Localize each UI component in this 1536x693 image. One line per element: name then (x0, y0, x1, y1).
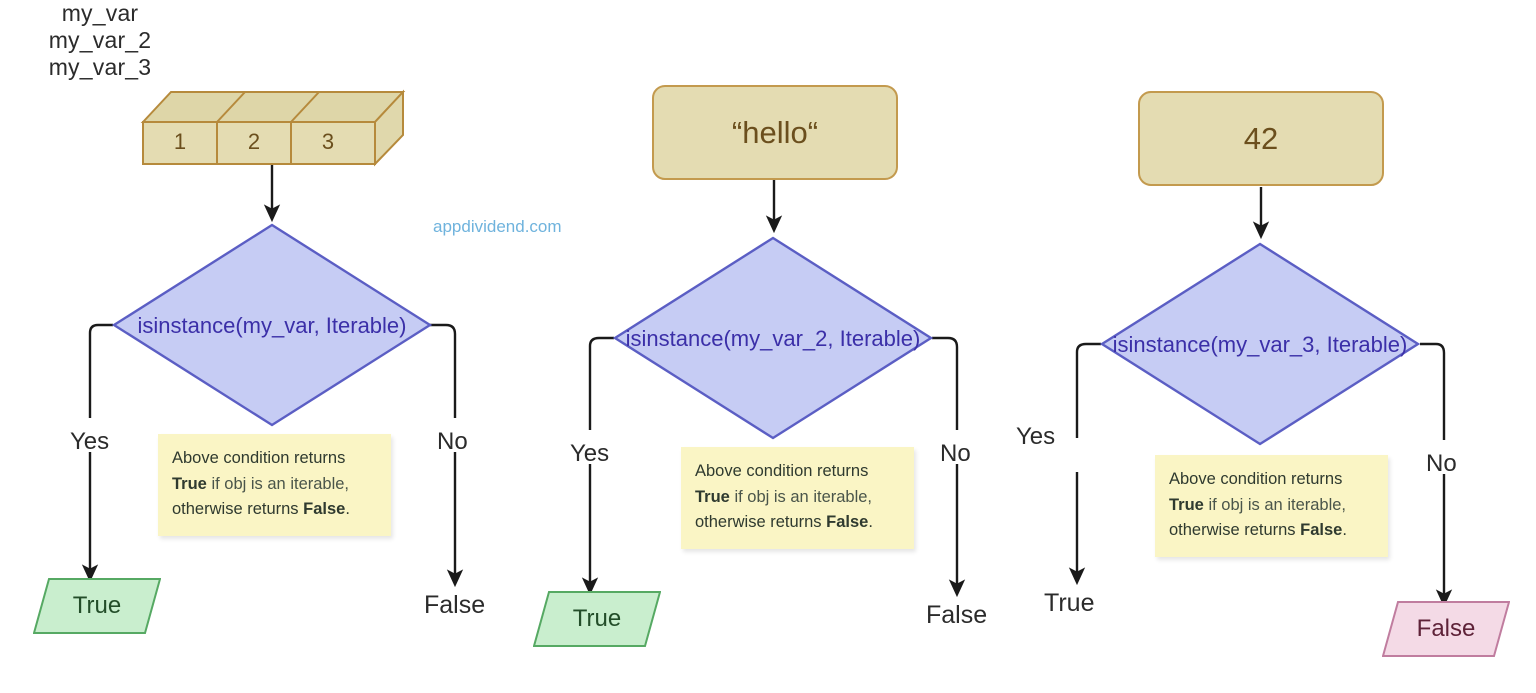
terminal-true-col3: True (1044, 589, 1095, 617)
terminal-true-col1[interactable]: True (33, 578, 161, 634)
note-line-3-pre: otherwise returns (695, 513, 827, 532)
note-line-2: True if obj is an iterable, (1169, 493, 1374, 519)
decision-diamond-my-var-3[interactable]: isinstance(my_var_3, Iterable) (1099, 242, 1421, 446)
terminal-false-col2: False (926, 601, 988, 629)
list-cell-3: 3 (321, 129, 335, 154)
list-value-box-my-var: 1 2 3 (139, 88, 407, 168)
note-box-col2: Above condition returns True if obj is a… (681, 447, 914, 549)
note-line-1: Above condition returns (172, 449, 346, 467)
note-line-3: otherwise returns False. (172, 497, 377, 523)
branch-label-yes-col1: Yes (70, 428, 110, 455)
terminal-false-col1: False (424, 591, 486, 619)
var-caption-my-var-2: my_var_2 (48, 27, 152, 53)
note-line-3: otherwise returns False. (1169, 518, 1374, 544)
value-box-my-var-3: 42 (1138, 91, 1384, 186)
note-line-2: True if obj is an iterable, (695, 485, 900, 511)
branch-label-yes-col3: Yes (1016, 423, 1056, 450)
note-false-bold: False (1300, 521, 1343, 540)
note-false-bold: False (303, 500, 346, 519)
var-caption-my-var: my_var (61, 0, 139, 26)
decision-label-my-var: isinstance(my_var, Iterable) (137, 313, 407, 338)
note-line-3-pre: otherwise returns (1169, 521, 1301, 540)
branch-label-no-col2: No (940, 440, 971, 467)
terminal-true-col2[interactable]: True (533, 591, 661, 647)
note-line-3-post: . (868, 513, 873, 532)
note-true-bold: True (695, 487, 730, 506)
note-line-3-pre: otherwise returns (172, 500, 304, 519)
note-line-3-post: . (1342, 521, 1347, 540)
note-line-2-rest: if obj is an iterable, (206, 474, 350, 493)
decision-label-my-var-3: isinstance(my_var_3, Iterable) (1112, 332, 1408, 357)
note-line-3: otherwise returns False. (695, 510, 900, 536)
note-line-2-rest: if obj is an iterable, (1203, 495, 1347, 514)
note-box-col3: Above condition returns True if obj is a… (1155, 455, 1388, 557)
decision-diamond-my-var[interactable]: isinstance(my_var, Iterable) (111, 223, 433, 427)
note-true-bold: True (1169, 495, 1204, 514)
note-line-2: True if obj is an iterable, (172, 472, 377, 498)
value-box-my-var-2-text: “hello“ (731, 114, 819, 150)
note-line-1: Above condition returns (1169, 470, 1343, 488)
value-box-my-var-2: “hello“ (652, 85, 898, 180)
branch-label-no-col3: No (1426, 450, 1457, 477)
note-false-bold: False (826, 513, 869, 532)
list-cell-2: 2 (247, 129, 261, 154)
decision-label-my-var-2: isinstance(my_var_2, Iterable) (625, 326, 921, 351)
note-line-1: Above condition returns (695, 462, 869, 480)
list-cell-1: 1 (173, 129, 187, 154)
var-caption-my-var-3: my_var_3 (48, 54, 152, 80)
watermark-appdividend: appdividend.com (433, 217, 562, 236)
note-line-3-post: . (345, 500, 350, 519)
branch-label-yes-col2: Yes (570, 440, 610, 467)
decision-diamond-my-var-2[interactable]: isinstance(my_var_2, Iterable) (612, 236, 934, 440)
note-box-col1: Above condition returns True if obj is a… (158, 434, 391, 536)
branch-label-no-col1: No (437, 428, 468, 455)
value-box-my-var-3-text: 42 (1243, 120, 1279, 156)
note-true-bold: True (172, 474, 207, 493)
terminal-false-col3[interactable]: False (1382, 601, 1510, 657)
note-line-2-rest: if obj is an iterable, (729, 487, 873, 506)
